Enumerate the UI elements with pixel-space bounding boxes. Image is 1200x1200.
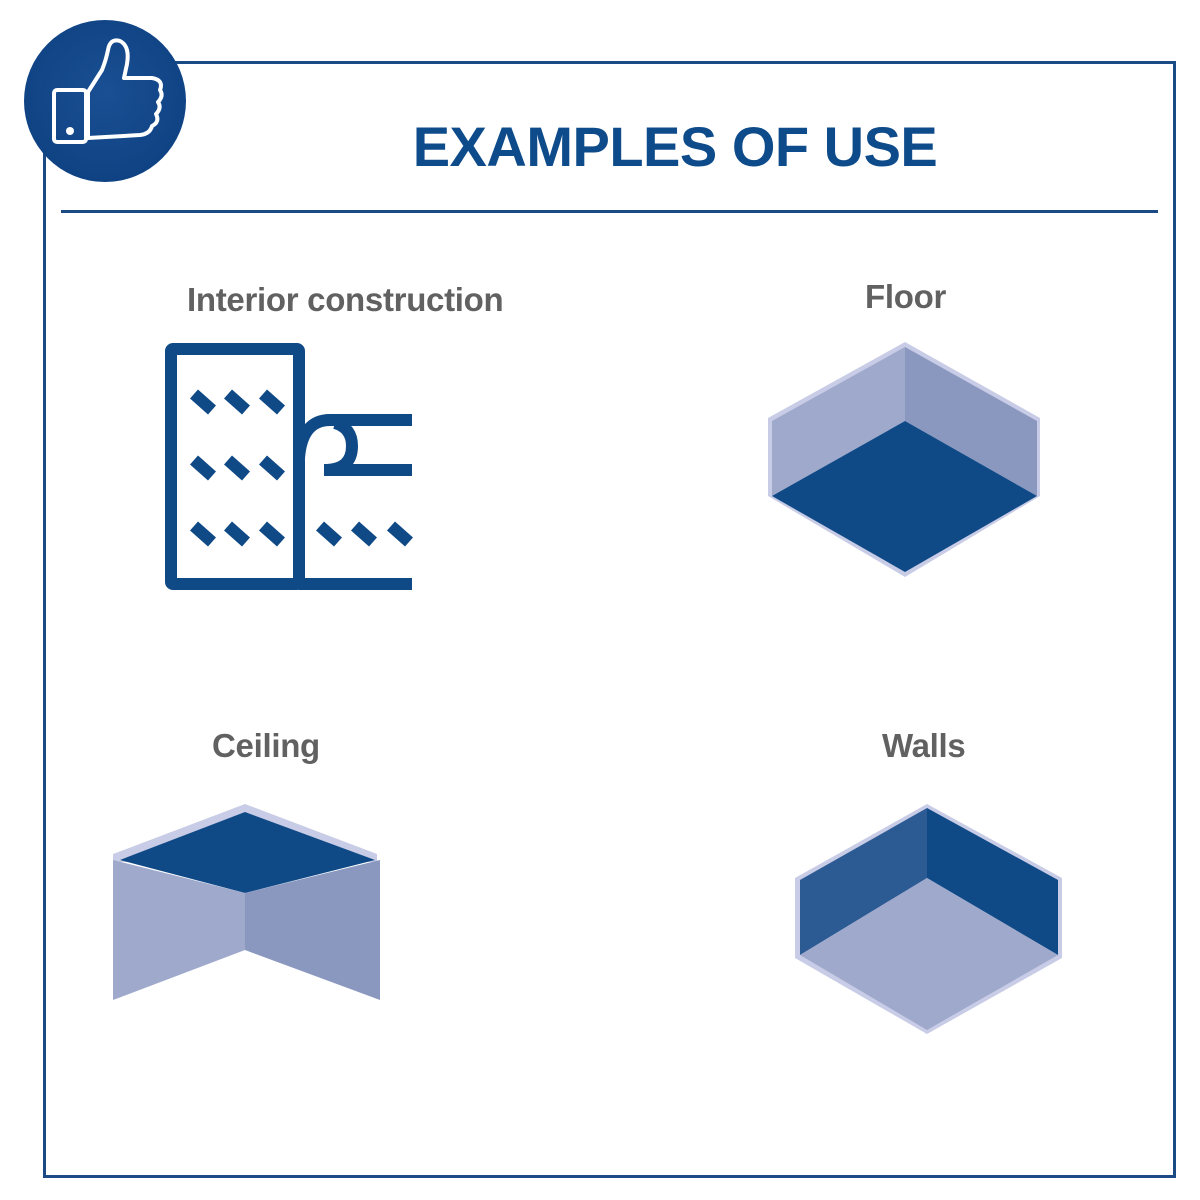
page-title: EXAMPLES OF USE <box>412 115 938 178</box>
example-label-walls: Walls <box>882 727 966 764</box>
title-divider <box>61 210 1158 213</box>
example-label-interior-construction: Interior construction <box>187 281 504 318</box>
walls-icon <box>795 804 1062 1034</box>
example-label-ceiling: Ceiling <box>212 727 320 764</box>
ceiling-icon <box>113 804 380 1000</box>
interior-construction-icon <box>165 343 413 590</box>
badge <box>24 20 186 182</box>
floor-icon <box>768 342 1040 577</box>
example-label-floor: Floor <box>865 278 946 315</box>
thumbs-up-icon <box>52 38 164 144</box>
content-frame <box>43 61 1176 1178</box>
